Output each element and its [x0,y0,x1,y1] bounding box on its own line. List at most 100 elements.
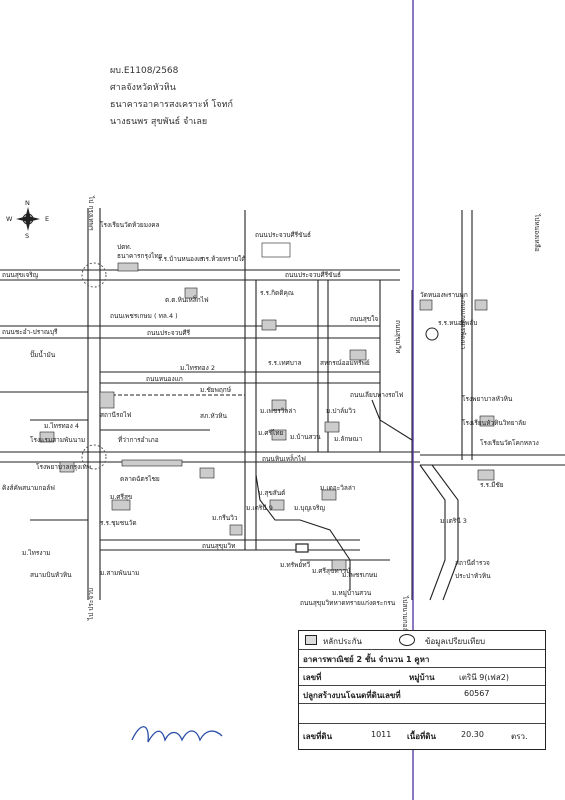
building-icon [199,467,215,479]
building-icon [321,489,337,501]
collateral-square-icon [305,635,317,645]
collateral-marker [295,543,309,553]
legend-area-value: 20.30 [461,730,484,739]
building-row [121,459,183,467]
compass-e: E [45,215,50,223]
label-rd-sukhumvit: ถนนสุขุมวิท [202,542,236,550]
legend-area-label: เนื้อที่ดิน [407,732,436,741]
poi-moo-chan: ม.ชัยพฤกษ์ [200,386,232,394]
poi-right-b: ร.ร.หนองพลับ [438,319,478,327]
poi-kaset: ม.ไทรทอง 4 [44,422,79,430]
poi-right-a: วัดหนองพรานพุก [420,291,468,299]
legend-header: หลักประกัน ข้อมูลเปรียบเทียบ [299,631,545,650]
landmark-seal [261,242,291,258]
poi-right-d: ร.ร.มีชัย [480,481,504,489]
poi-moo-f: ม.เพชรเกษม [342,571,378,579]
road-diag-a [419,464,446,601]
compass-n: N [25,199,30,207]
road-side-e [371,399,413,441]
poi-school-big: โรงเรียนหัวหินวิทยาลัย [462,419,526,427]
poi-hosp: โรงพยาบาลหัวหิน [462,395,513,403]
building-icon [324,421,340,433]
junction-main [81,444,107,470]
legend-row-empty [299,703,545,721]
junction-top [81,262,107,288]
label-rd-sukhumvit-bot: ถนนสุขุมวิทหาดทรายแก่งตระกรน [300,599,396,607]
building-icon [111,499,131,511]
compass-s: S [25,232,30,240]
poi-train: โรงพยาบาลกรุงเทพ [36,463,92,471]
poi-gas: ปั๊มน้ำมัน [30,351,56,359]
poi-school-top: โรงเรียนวัดห้วยมงคล [100,221,160,229]
legend-area-unit: ตรว. [511,732,528,741]
defendant-line: นางธนพร สุขพันธ์ จำเลย [110,117,208,127]
poi-moo-e: ม.ศรีสุขทาวน์ [312,567,351,575]
label-rd-nongkae: ถนนหนองแก [146,375,183,383]
poi-moo-ban: ม.บ้านสวน [290,433,321,441]
poi-bank: ธนาคารกรุงไทย [117,252,163,260]
poi-suksa: สหกรณ์ออมทรัพย์ [320,359,370,367]
building-icon [474,299,488,311]
label-rd-moo: ถนนเลียบทางรถไฟ [350,391,404,399]
building-icon [39,431,55,443]
legend-village-value: เตรินี 9(เฟส2) [459,673,509,682]
label-rd-sukjai: ถนนสุขใจ [350,315,379,323]
poi-moo-sam: ม.สามพันนาม [100,569,140,577]
plaintiff-line: ธนาคารอาคารสงเคราะห์ โจทก์ [110,100,233,110]
poi-right-h: ไปสนามกอล์ฟ [401,596,409,637]
poi-school2: ร.ร.ห้วยทรายใต้ [200,255,246,263]
poi-right-e: สถานีตำรวจ [455,559,490,567]
building-icon [184,287,198,299]
legend-box: หลักประกัน ข้อมูลเปรียบเทียบ อาคารพาณิชย… [298,630,546,750]
legend-row-type: อาคารพาณิชย์ 2 ชั้น จำนวน 1 คูหา [299,649,545,668]
building-icon [261,319,277,331]
building-icon [271,399,287,411]
poi-moo-left: โรงแรมสามพันนาม [30,436,86,444]
poi-sanam: สนามบินหัวหิน [30,571,72,579]
legend-title-compare: ข้อมูลเปรียบเทียบ [425,637,486,646]
poi-moo-lux: ม.ลักษณา [334,435,363,443]
legend-row-land: เลขที่ดิน 1011 เนื้อที่ดิน 20.30 ตรว. [299,723,545,746]
compass-rose [16,207,40,231]
legend-row-deed: ปลูกสร้างบนโฉนดที่ดินเลขที่ 60567 [299,685,545,704]
label-rd-tohinlek: ถนนสุขเจริญ [2,271,39,279]
poi-moo-b: ม.บุญเจริญ [294,504,326,512]
legend-title-marker: หลักประกัน [323,637,363,646]
poi-watbang: ร.ร.บ้านหนองแก [158,255,206,263]
label-to-prachuap: ไป ประจวบ [87,588,95,621]
building-icon [99,391,115,409]
building-icon [229,524,243,536]
label-to-east: ไปหนองเหลือ [533,214,541,252]
legend-village-label: หมู่บ้าน [409,673,435,682]
poi-station: สถานีรถไฟ [100,411,132,419]
building-icon [269,499,285,511]
poi-cafe: คิงส์คัพสนามกอล์ฟ [2,484,55,492]
poi-hinlekfai-w: ที่ว่าการอำเภอ [118,436,159,444]
poi-right-c: โรงเรียนวัดโคกหลวง [480,439,539,447]
comparison-circle-icon [399,634,415,646]
poi-moo-h: ม.เตรินี 3 [440,517,467,525]
poi-moo-srithai: ม.ศรีไทย [258,429,284,437]
label-rd-left1: ถนนชะอำ-ปราณบุรี [2,328,58,336]
poi-moo-c: ม.เดอะวิลล่า [320,484,356,492]
poi-moo-ton: ม.ไทรทอง 2 [180,364,215,372]
poi-police: สภ.หัวหิน [200,412,227,420]
poi-moo-a: ม.สุขสันต์ [258,489,286,497]
poi-right-g: ถนนสุขุมวิท [394,320,402,354]
building-icon [59,461,75,473]
legend-row-no: เลขที่ หมู่บ้าน เตรินี 9(เฟส2) [299,667,545,686]
poi-right-i: ถนนเกษตรพัฒนา [459,300,467,350]
poi-right-f: ประปาหัวหิน [455,572,491,580]
poi-watnongkae: ร.ร.กิตติคุณ [260,289,294,297]
poi-moo-rang: ม.ศรีสุข [110,493,133,501]
signature [131,726,223,743]
building-icon [271,429,287,441]
label-rd-prachuap-top: ถนนประจวบศีรีขันธ์ [285,271,341,279]
legend-deed-value: 60567 [464,689,490,698]
poi-moo-d: ม.ทรัพย์ทวี [280,561,311,569]
label-to-bangkok: ไป กรุงเทพฯ [87,196,95,231]
poi-moo-g: ม.หมู่บ้านสวน [332,589,372,597]
poi-moo-phet: ม.เพชรวิลล่า [260,407,297,415]
building-icon [419,299,433,311]
